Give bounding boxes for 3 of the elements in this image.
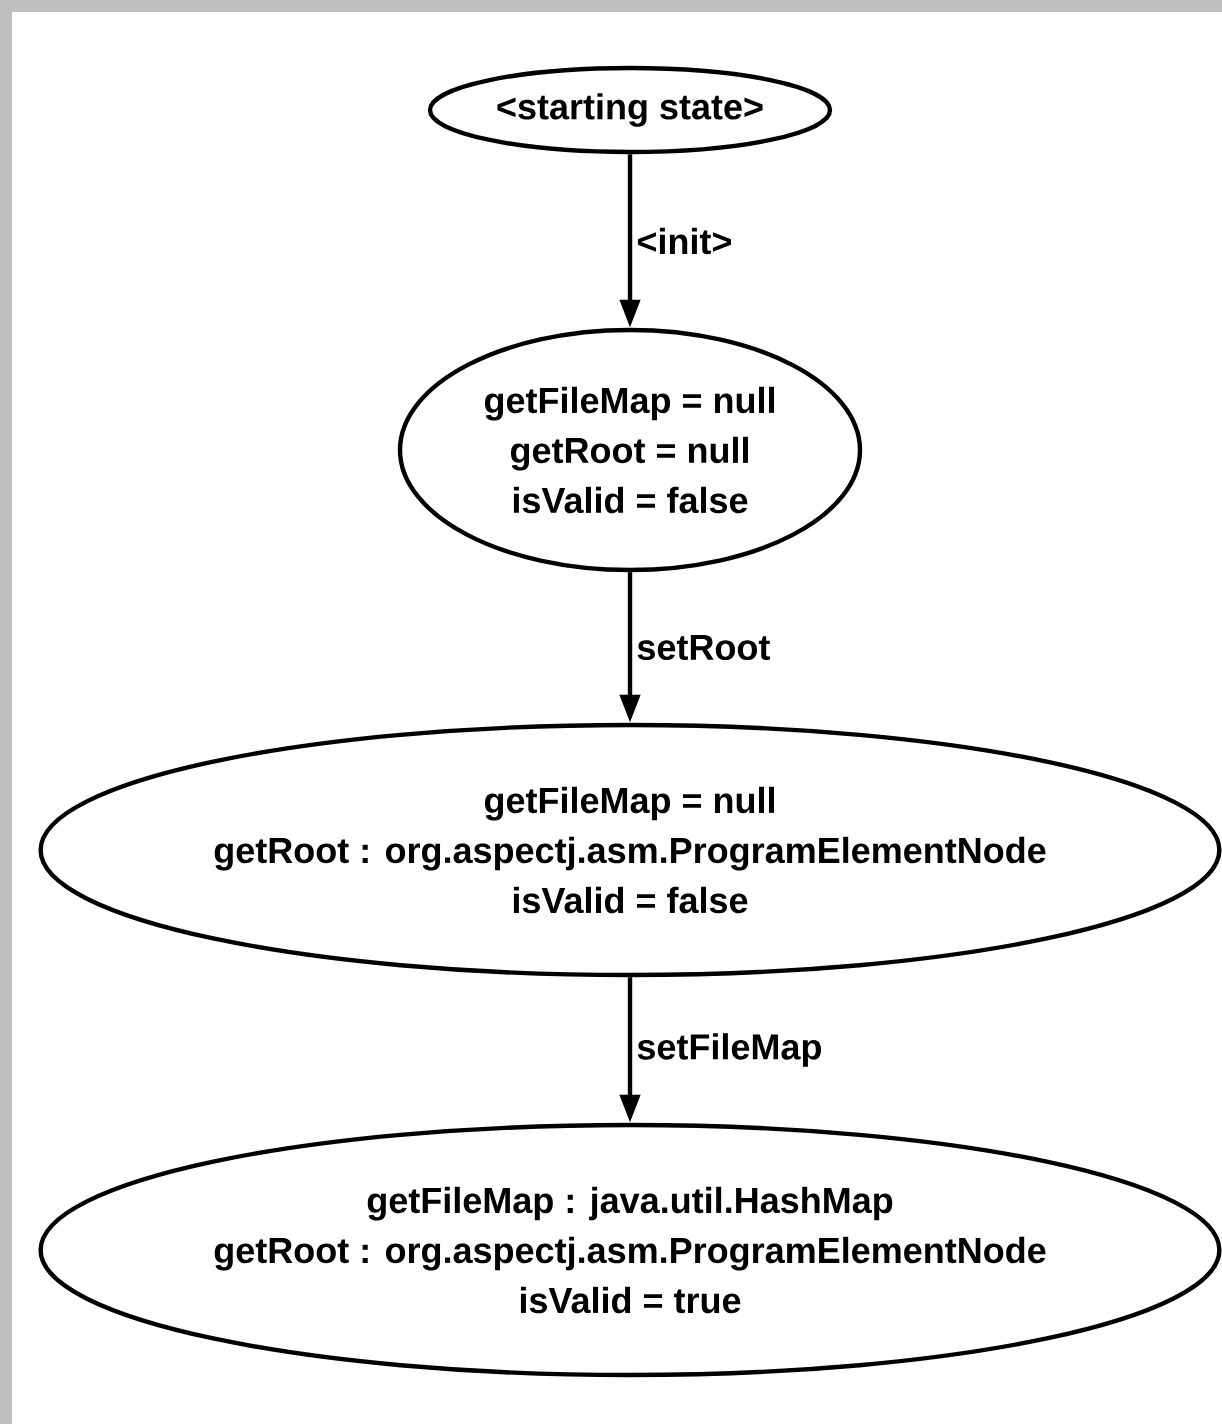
edge-label: setFileMap xyxy=(637,1033,821,1067)
edge-label: <init> xyxy=(637,227,731,255)
edge-label: setRoot xyxy=(637,634,770,661)
